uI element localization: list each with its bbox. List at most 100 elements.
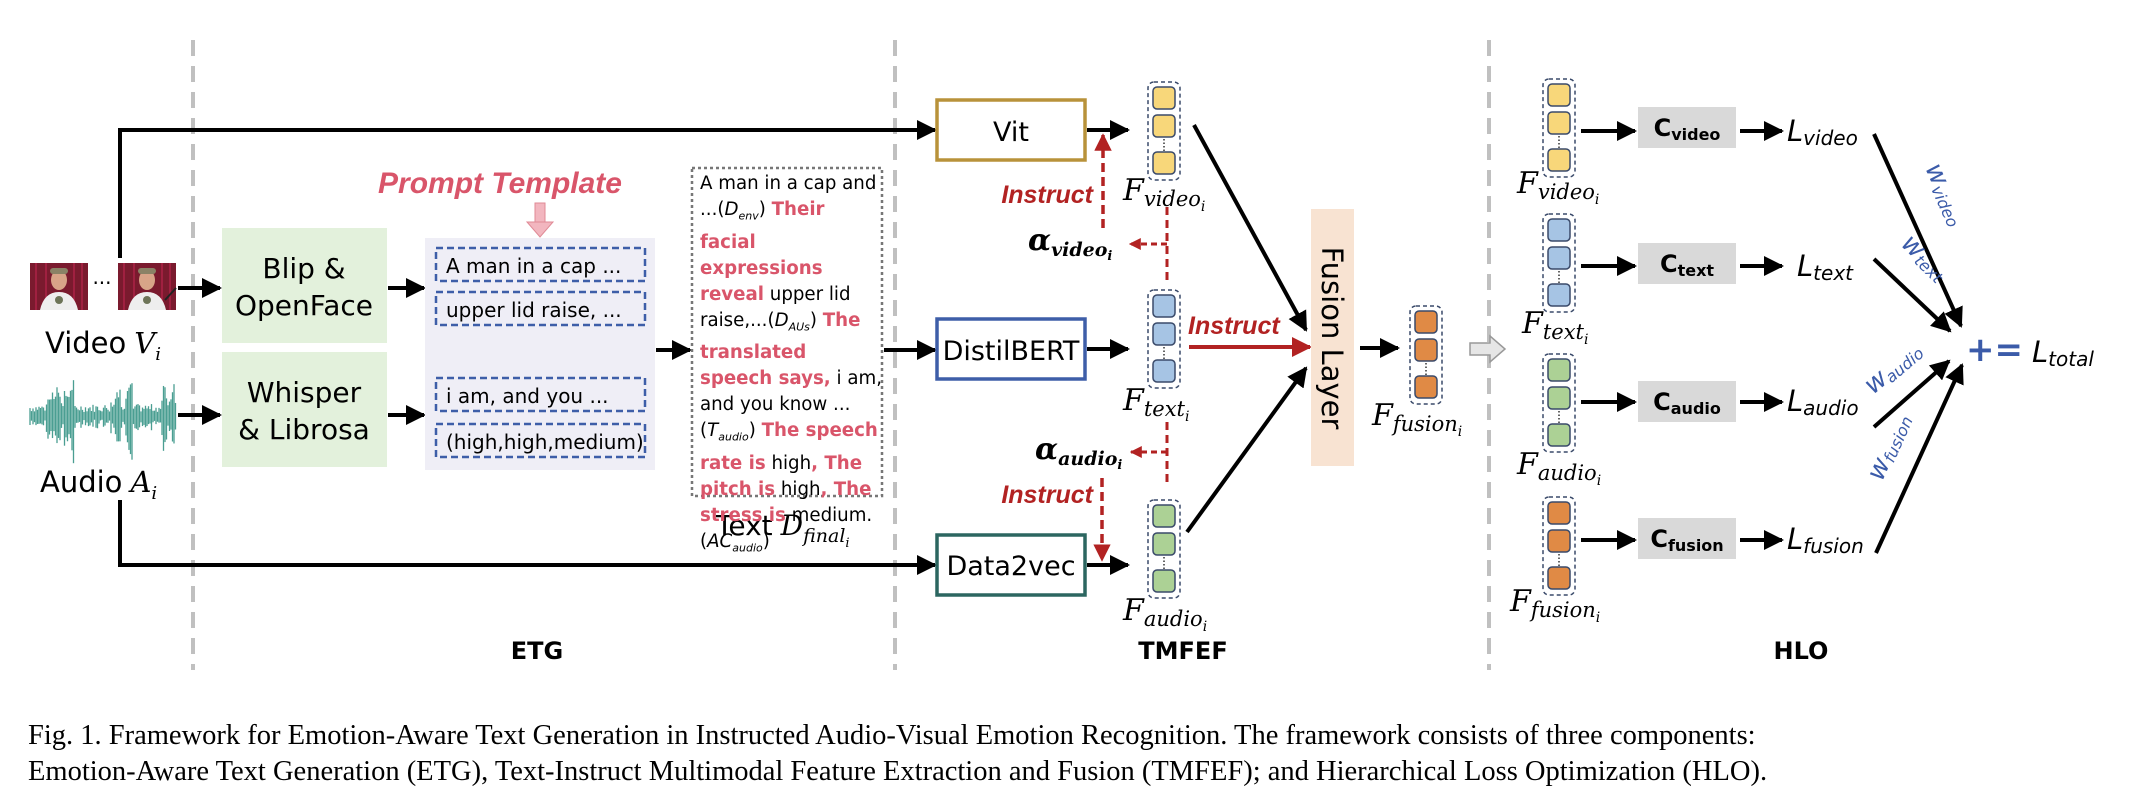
generated-text: (	[717, 199, 725, 220]
video-feature-to-fusion-arrow	[1192, 124, 1308, 332]
svg-text:Cfusion: Cfusion	[1650, 525, 1723, 555]
feature-cell	[1152, 114, 1176, 138]
section-label-tmfef: TMFEF	[1138, 637, 1227, 665]
svg-text:Vit: Vit	[993, 117, 1029, 148]
fusion-layer-box: Fusion Layer	[1311, 209, 1354, 466]
hlo-feature-vector-video	[1542, 78, 1576, 178]
weight-text-arrow	[1872, 257, 1952, 333]
audio-waveform	[29, 380, 177, 464]
svg-text:Cvideo: Cvideo	[1654, 114, 1721, 144]
feature-label-video: Fvideoi	[1122, 173, 1205, 215]
feature-cell	[1547, 148, 1571, 172]
template-slot-4: (high,high,medium)	[434, 422, 647, 459]
template-slot-1: A man in a cap ...	[434, 246, 647, 283]
feature-cell	[1547, 83, 1571, 107]
hlo-feature-vector-fusion	[1542, 496, 1576, 596]
feature-cell	[1547, 111, 1571, 135]
figure-caption: Fig. 1. Framework for Emotion-Aware Text…	[28, 718, 2108, 790]
symbol-subscript: audio	[718, 430, 749, 444]
audio-feature-to-fusion-arrow	[1185, 366, 1308, 534]
final-text-box	[690, 166, 884, 498]
svg-text:Data2vec: Data2vec	[946, 551, 1075, 582]
feature-vector-text	[1147, 289, 1181, 389]
vit-encoder-box: Vit	[935, 98, 1087, 162]
generated-text: upper lid raise,...(	[700, 283, 851, 331]
feature-cell	[1152, 532, 1176, 556]
highlighted-prompt-text: , The stress is	[700, 478, 872, 526]
svg-text:Caudio: Caudio	[1653, 388, 1721, 418]
classifier-audio: Caudio	[1638, 381, 1736, 422]
svg-text:A man in a cap ...: A man in a cap ...	[446, 254, 621, 278]
instruct-video-label: Instruct	[1001, 181, 1094, 209]
symbol-text: AC	[707, 530, 733, 552]
prompt-template-title: Prompt Template	[378, 167, 622, 200]
caption-line-2: Emotion-Aware Text Generation (ETG), Tex…	[28, 756, 1768, 787]
svg-text:Blip &: Blip &	[262, 252, 345, 285]
svg-text:i am, and you ...: i am, and you ...	[446, 384, 609, 408]
symbol-text: D	[774, 309, 789, 331]
highlighted-prompt-text: Their facial expressions reveal	[700, 199, 825, 305]
section-label-etg: ETG	[511, 637, 563, 665]
feature-cell	[1152, 294, 1176, 318]
feature-cell	[1547, 566, 1571, 590]
feature-label-fusion: Ffusioni	[1371, 398, 1462, 440]
loss-text: Ltext	[1797, 249, 1854, 285]
feature-cell	[1414, 310, 1438, 334]
feature-cell	[1152, 359, 1176, 383]
generated-text: )	[762, 530, 770, 552]
generated-text: i am, and you know ...(	[700, 368, 882, 442]
prompt-template-arrow	[525, 202, 555, 238]
final-text-content: A man in a cap and ...(Denv) Their facia…	[700, 171, 882, 562]
generated-text: high	[765, 452, 812, 474]
loss-audio: Laudio	[1787, 384, 1859, 420]
weight-fusion-arrow	[1874, 363, 1964, 554]
svg-text:Whisper: Whisper	[247, 376, 362, 409]
audio-to-data2vec-arrow	[118, 500, 937, 575]
symbol-subscript: AUs	[788, 320, 810, 334]
generated-text: )	[748, 420, 762, 442]
feature-cell	[1152, 151, 1176, 175]
instruct-audio-label: Instruct	[1001, 481, 1094, 509]
svg-text:wtext: wtext	[1895, 228, 1955, 287]
feature-cell	[1547, 386, 1571, 410]
symbol-text: T	[707, 420, 719, 442]
highlighted-prompt-text: , The pitch is	[700, 452, 863, 500]
weight-label-fusion: wfusion	[1861, 409, 1917, 485]
feature-vector-frame	[1147, 499, 1181, 599]
section-label-hlo: HLO	[1774, 637, 1829, 665]
feature-cell	[1414, 375, 1438, 399]
feature-vector-frame	[1542, 78, 1576, 178]
hlo-feature-label-text: Ftexti	[1521, 306, 1588, 348]
symbol-subscript: env	[738, 209, 759, 223]
svg-text:& Librosa: & Librosa	[238, 413, 370, 446]
video-frames-ellipsis: ···	[92, 271, 111, 295]
instruct-text-label: Instruct	[1188, 312, 1281, 340]
svg-text:OpenFace: OpenFace	[235, 289, 373, 322]
weight-label-text: wtext	[1895, 228, 1955, 287]
svg-text:Ctext: Ctext	[1660, 250, 1714, 280]
feature-label-audio: Faudioi	[1122, 593, 1207, 635]
hlo-feature-vector-text	[1542, 213, 1576, 313]
svg-text:wvideo: wvideo	[1919, 159, 1973, 231]
feature-vector-fusion	[1409, 305, 1443, 405]
data2vec-encoder-box: Data2vec	[935, 533, 1087, 597]
symbol-text: D	[724, 199, 739, 220]
feature-cell	[1547, 501, 1571, 525]
feature-cell	[1547, 283, 1571, 307]
loss-video: Lvideo	[1787, 114, 1858, 150]
feature-cell	[1152, 569, 1176, 593]
distilbert-encoder-box: DistilBERT	[935, 317, 1087, 381]
feature-vector-frame	[1542, 353, 1576, 453]
blip-openface-box: Blip & OpenFace	[222, 228, 387, 343]
loss-total: Ltotal	[2032, 335, 2094, 371]
generated-text: A man in a cap and ...	[700, 173, 877, 220]
whisper-librosa-box: Whisper & Librosa	[222, 352, 387, 467]
highlighted-prompt-text: The translated speech says,	[700, 309, 861, 390]
svg-text:wfusion: wfusion	[1861, 409, 1917, 485]
feature-vector-frame	[1409, 305, 1443, 405]
feature-cell	[1547, 423, 1571, 447]
alpha-audio-label: αaudioi	[1035, 432, 1122, 473]
